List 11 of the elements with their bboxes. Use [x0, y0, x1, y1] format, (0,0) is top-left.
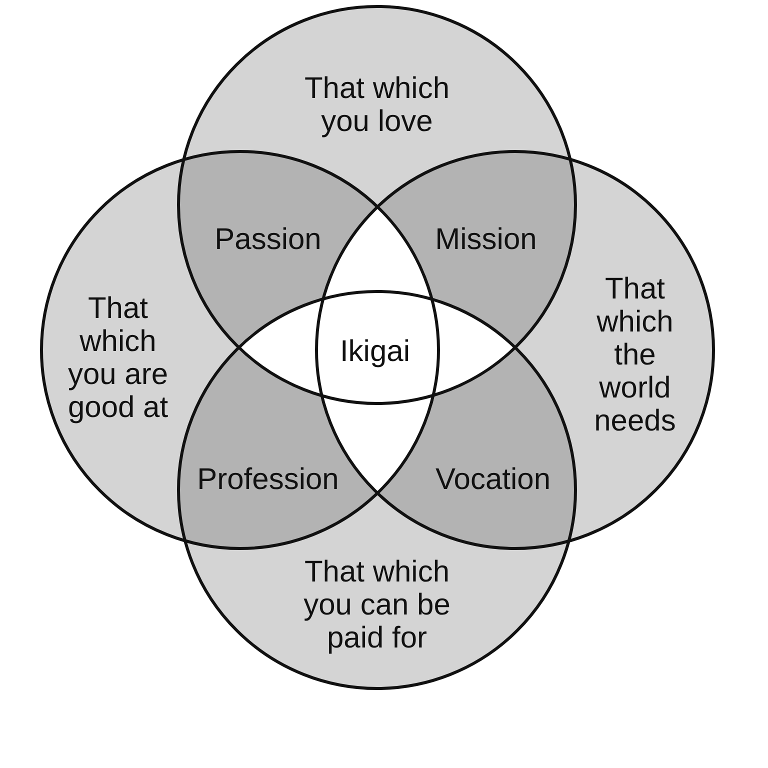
circle-label: That which you can be paid for — [302, 556, 452, 654]
circle-label: That which the world needs — [593, 272, 677, 438]
overlap-label: Vocation — [435, 463, 551, 497]
overlap-label: Profession — [197, 463, 339, 497]
circle-label: That which you love — [303, 72, 451, 138]
venn-circle — [177, 5, 577, 405]
overlap-label: Mission — [435, 223, 537, 257]
overlap-label: Passion — [214, 223, 322, 257]
circle-label: That which you are good at — [66, 292, 170, 424]
center-label: Ikigai — [340, 335, 410, 369]
venn-circle — [177, 290, 577, 690]
